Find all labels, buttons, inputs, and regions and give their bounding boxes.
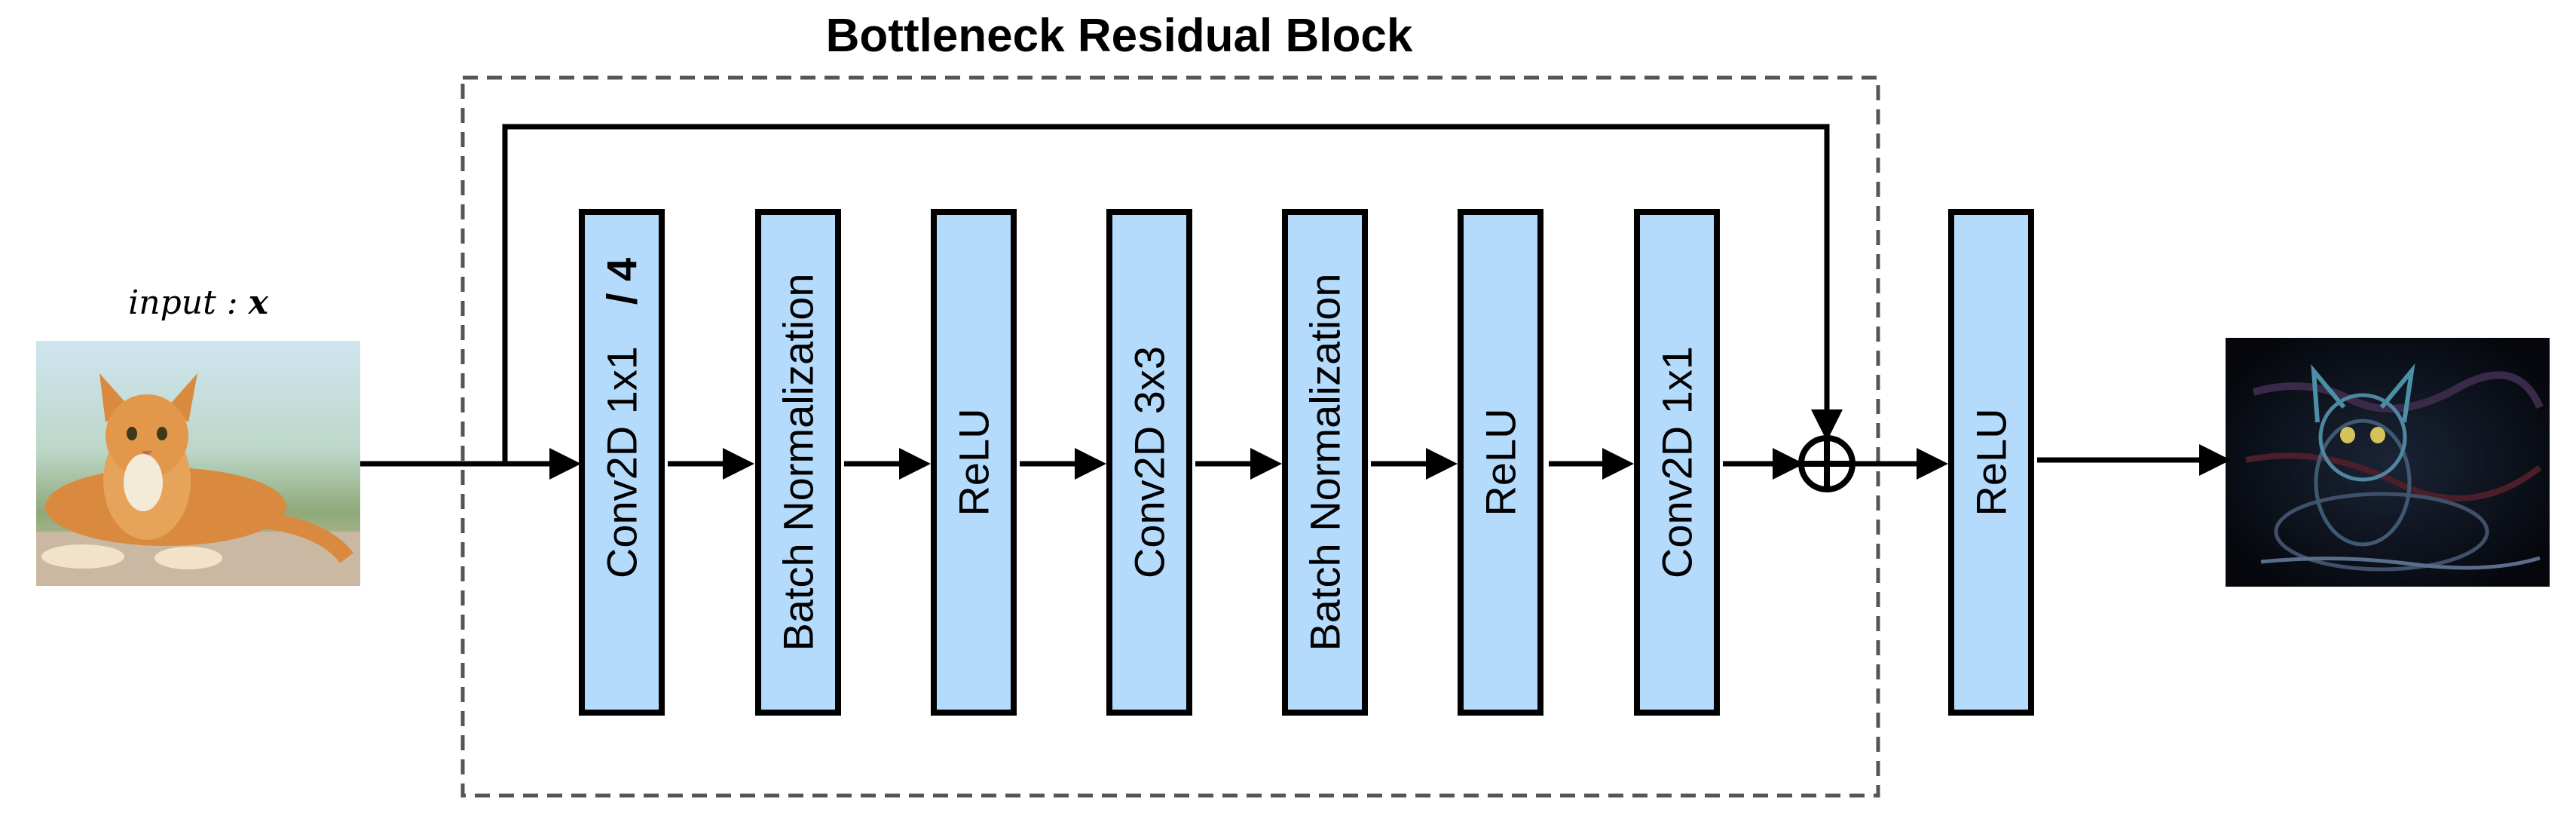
layer-relu-2: ReLU — [1458, 209, 1543, 716]
layer-label: ReLU — [950, 408, 998, 517]
skip-connection — [502, 124, 1843, 464]
layer-label: Conv2D 1x1 — [598, 345, 646, 579]
layer-conv3x3: Conv2D 3x3 — [1106, 209, 1192, 716]
input-label-variable: x — [248, 284, 268, 322]
layer-label: ReLU — [1967, 408, 2015, 517]
layer-label: Conv2D 3x3 — [1125, 345, 1173, 579]
layer-relu-1: ReLU — [931, 209, 1017, 716]
layer-label: Batch Normalization — [1301, 273, 1349, 652]
block-border — [460, 75, 1880, 798]
output-feature-image — [2226, 338, 2550, 587]
layer-relu-output: ReLU — [1948, 209, 2034, 716]
input-cat-image — [36, 341, 360, 586]
layer-label: Batch Normalization — [774, 273, 822, 652]
layer-conv1x1-reduce: Conv2D 1x1 / 4 — [579, 209, 665, 716]
input-label-separator: : — [216, 284, 249, 322]
layer-conv1x1-expand: Conv2D 1x1 — [1634, 209, 1720, 716]
layer-label: ReLU — [1476, 408, 1525, 517]
input-label: input : x — [36, 284, 360, 322]
layer-batchnorm-1: Batch Normalization — [755, 209, 841, 716]
add-icon — [1798, 435, 1856, 492]
channel-divide-label: / 4 — [598, 257, 646, 305]
layer-label: Conv2D 1x1 — [1653, 345, 1701, 579]
layer-batchnorm-2: Batch Normalization — [1282, 209, 1368, 716]
input-label-word: input — [128, 284, 216, 322]
diagram-title: Bottleneck Residual Block — [825, 10, 1413, 62]
